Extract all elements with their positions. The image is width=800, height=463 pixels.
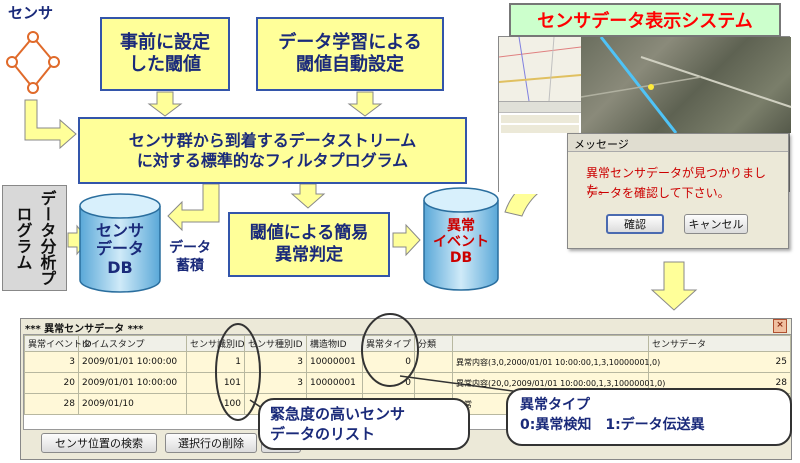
dialog-message-2: データを確認して下さい。 — [586, 186, 730, 200]
sensor-label: センサ — [8, 4, 54, 22]
locate-sensor-button[interactable]: センサ位置の検索 — [41, 433, 157, 453]
filter-line-1: センサ群から到着するデータストリーム — [128, 130, 417, 150]
cell: 0 — [362, 351, 415, 373]
filter-line-2: に対する標準的なフィルタプログラム — [136, 150, 409, 170]
dialog-title-bar: メッセージ — [568, 134, 788, 152]
dialog-ok-button[interactable]: 確認 — [606, 214, 664, 234]
dialog-title: メッセージ — [574, 138, 629, 151]
col-header[interactable] — [452, 335, 649, 352]
cell: 1 — [186, 351, 245, 373]
col-header[interactable]: センサ識別ID — [186, 335, 245, 352]
cell: 10000001 — [306, 372, 363, 394]
cell: 101 — [186, 372, 245, 394]
cell: 10000001 — [306, 351, 363, 373]
col-header[interactable]: 異常イベントID — [24, 335, 92, 352]
arrow-auto-down — [347, 91, 383, 117]
event-db-cylinder — [423, 187, 499, 291]
system-title: センサデータ表示システム — [509, 3, 781, 37]
col-header[interactable]: 構造物ID — [306, 335, 363, 352]
table-header-row: 異常イベントID タイムスタンプ センサ識別ID センサ種別ID 構造物ID 異… — [24, 335, 791, 352]
cell — [414, 372, 453, 394]
cell: 2009/01/01 10:00:00 — [78, 351, 187, 373]
auto-threshold-box: データ学習による閾値自動設定 — [256, 17, 444, 91]
cell: 3 — [244, 351, 307, 373]
cell: 2009/01/10 — [78, 393, 187, 415]
table-row[interactable]: 3 2009/01/01 10:00:00 1 3 10000001 0 異常内… — [24, 351, 791, 373]
cell: 異常内容(3,0,2000/01/01 10:00:00,1,3,1000000… — [452, 351, 660, 373]
dialog-message-1: 異常センサデータが見つかりました。 — [586, 166, 767, 197]
delete-rows-button[interactable]: 選択行の削除 — [165, 433, 257, 453]
list-title: *** 異常センサデータ *** — [25, 324, 144, 335]
cell: 20 — [24, 372, 79, 394]
col-header[interactable]: タイムスタンプ — [78, 335, 187, 352]
cell: 0 — [362, 372, 415, 394]
cell: 100 — [186, 393, 245, 415]
analysis-program-box: データ分析プログラム — [2, 185, 67, 291]
arrow-sensor-to-filter — [24, 99, 77, 150]
callout-urgent-list: 緊急度の高いセンサ データのリスト — [258, 398, 470, 450]
cell: 25 — [648, 351, 791, 373]
accumulate-label: データ蓄積 — [169, 240, 211, 274]
threshold-judge-box: 閾値による簡易異常判定 — [228, 212, 390, 277]
arrow-filter-to-judge — [290, 183, 326, 209]
filter-program-box: センサ群から到着するデータストリーム に対する標準的なフィルタプログラム — [78, 117, 467, 184]
col-header[interactable]: センサデータ — [648, 335, 791, 352]
arrow-system-to-list — [650, 261, 698, 311]
cell: 3 — [244, 372, 307, 394]
arrow-preset-down — [147, 91, 183, 117]
col-header[interactable]: 分類 — [414, 335, 453, 352]
analysis-program-label: データ分析プログラム — [13, 190, 57, 286]
map-aerial-pane — [580, 36, 792, 134]
list-close-icon[interactable]: × — [773, 319, 787, 333]
list-title-bar: *** 異常センサデータ *** × — [21, 319, 791, 335]
map-left-pane — [498, 36, 582, 102]
sensor-db-label: センサ データ DB — [95, 221, 144, 277]
sensor-db-cylinder — [79, 193, 161, 293]
preset-threshold-box: 事前に設定した閾値 — [100, 17, 230, 91]
message-dialog: メッセージ 異常センサデータが見つかりました。 データを確認して下さい。 確認 … — [567, 133, 789, 249]
arrow-filter-to-db — [167, 183, 220, 232]
event-db-label: 異常 イベント DB — [433, 218, 489, 267]
callout-anomaly-type: 異常タイプ 0:異常検知 1:データ伝送異 — [506, 388, 792, 446]
arrow-judge-to-eventdb — [392, 223, 421, 257]
sensor-network-icon — [6, 31, 60, 94]
cell: 28 — [24, 393, 79, 415]
cell: 3 — [24, 351, 79, 373]
col-header[interactable]: センサ種別ID — [244, 335, 307, 352]
col-header[interactable]: 異常タイプ — [362, 335, 415, 352]
cell: 2009/01/01 10:00:00 — [78, 372, 187, 394]
cell — [414, 351, 453, 373]
dialog-cancel-button[interactable]: キャンセル — [684, 214, 748, 234]
